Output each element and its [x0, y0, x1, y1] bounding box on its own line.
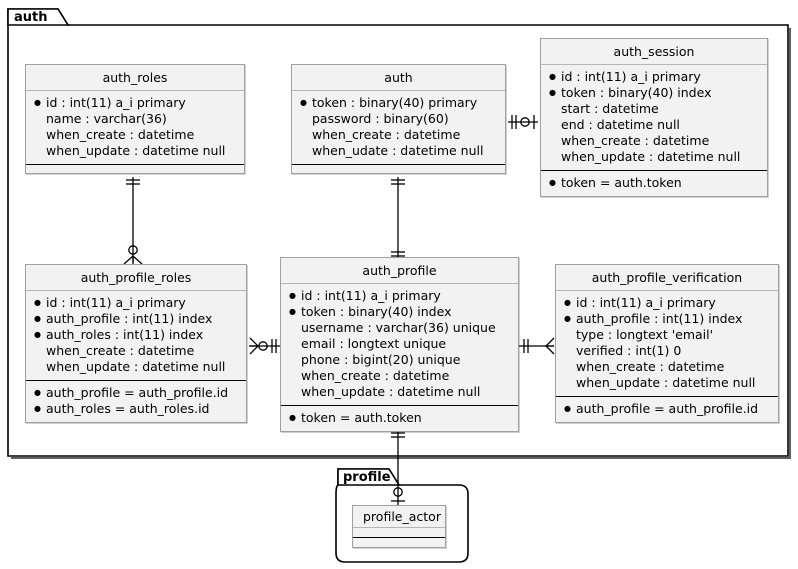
entity-auth_roles[interactable]: auth_roles id : int(11) a_i primary name…: [25, 64, 245, 174]
relation-row: auth_roles = auth_roles.id: [32, 401, 238, 417]
relationship-auth_profile-auth_profile_verification: [518, 337, 555, 355]
entity-relations-section: [26, 164, 244, 173]
entity-attributes: id : int(11) a_i primary name : varchar(…: [26, 91, 244, 164]
relation-row: token = auth.token: [547, 175, 759, 191]
relationship-auth-auth_profile: [391, 177, 405, 259]
attribute-row: when_update : datetime null: [576, 375, 756, 390]
attribute-row: auth_roles : int(11) index: [32, 327, 238, 343]
entity-relations-section: auth_profile = auth_profile.id auth_role…: [26, 380, 246, 422]
attribute-row: auth_profile : int(11) index: [562, 311, 770, 327]
entity-title: auth: [292, 65, 505, 91]
entity-auth_profile_roles[interactable]: auth_profile_roles id : int(11) a_i prim…: [25, 264, 247, 423]
attribute-row: when_update : datetime null: [561, 149, 741, 164]
attribute-row: token : binary(40) index: [287, 304, 510, 320]
attribute-row: start : datetime: [561, 101, 659, 116]
attribute-row: name : varchar(36): [46, 111, 167, 126]
attribute-row: when_create : datetime: [46, 127, 195, 142]
entity-title: auth_profile_verification: [556, 265, 778, 291]
entity-relations-section: token = auth.token: [541, 170, 767, 196]
entity-title: auth_roles: [26, 65, 244, 91]
entity-profile_actor[interactable]: profile_actor: [352, 505, 446, 548]
entity-auth_profile_verification[interactable]: auth_profile_verification id : int(11) a…: [555, 264, 779, 423]
relationship-auth_profile_roles-auth_profile: [249, 337, 281, 355]
attribute-row: when_create : datetime: [561, 133, 710, 148]
entity-title: auth_session: [541, 39, 767, 65]
attribute-row: when_udate : datetime null: [312, 143, 484, 158]
entity-relations-section: [353, 537, 445, 547]
attribute-row: email : longtext unique: [301, 336, 447, 351]
attribute-row: phone : bigint(20) unique: [301, 352, 461, 367]
attribute-row: id : int(11) a_i primary: [32, 95, 236, 111]
entity-relations-section: auth_profile = auth_profile.id: [556, 396, 778, 422]
relation-row: token = auth.token: [287, 410, 510, 426]
entity-attributes: [353, 528, 445, 537]
attribute-row: token : binary(40) primary: [298, 95, 497, 111]
entity-relations-section: [292, 164, 505, 173]
entity-attributes: id : int(11) a_i primary auth_profile : …: [26, 291, 246, 380]
package-label-profile: profile: [343, 470, 391, 485]
entity-attributes: token : binary(40) primary password : bi…: [292, 91, 505, 164]
entity-title: profile_actor: [353, 506, 445, 528]
relation-row: auth_profile = auth_profile.id: [562, 401, 770, 417]
entity-title: auth_profile_roles: [26, 265, 246, 291]
entity-auth_session[interactable]: auth_session id : int(11) a_i primary to…: [540, 38, 768, 197]
attribute-row: end : datetime null: [561, 117, 680, 132]
entity-relations-section: token = auth.token: [281, 405, 518, 431]
attribute-row: token : binary(40) index: [547, 85, 759, 101]
attribute-row: id : int(11) a_i primary: [287, 288, 510, 304]
attribute-row: verified : int(1) 0: [576, 343, 682, 358]
attribute-row: when_create : datetime: [301, 368, 450, 383]
relationship-auth_roles-auth_profile_roles: [123, 177, 143, 265]
entity-attributes: id : int(11) a_i primary auth_profile : …: [556, 291, 778, 396]
entity-auth[interactable]: auth token : binary(40) primary password…: [291, 64, 506, 174]
entity-title: auth_profile: [281, 258, 518, 284]
attribute-row: when_create : datetime: [576, 359, 725, 374]
attribute-row: id : int(11) a_i primary: [562, 295, 770, 311]
relation-row: auth_profile = auth_profile.id: [32, 385, 238, 401]
package-label-auth: auth: [14, 10, 48, 25]
entity-attributes: id : int(11) a_i primary token : binary(…: [281, 284, 518, 405]
attribute-row: password : binary(60): [312, 111, 449, 126]
entity-attributes: id : int(11) a_i primary token : binary(…: [541, 65, 767, 170]
attribute-row: id : int(11) a_i primary: [32, 295, 238, 311]
relationship-auth-auth_session: [508, 115, 538, 129]
attribute-row: id : int(11) a_i primary: [547, 69, 759, 85]
attribute-row: when_update : datetime null: [46, 143, 226, 158]
attribute-row: username : varchar(36) unique: [301, 320, 496, 335]
attribute-row: type : longtext 'email': [576, 327, 714, 342]
attribute-row: auth_profile : int(11) index: [32, 311, 238, 327]
attribute-row: when_update : datetime null: [46, 359, 226, 374]
attribute-row: when_create : datetime: [312, 127, 461, 142]
relationship-auth_profile-profile_actor: [391, 430, 405, 505]
attribute-row: when_update : datetime null: [301, 384, 481, 399]
attribute-row: when_create : datetime: [46, 343, 195, 358]
entity-auth_profile[interactable]: auth_profile id : int(11) a_i primary to…: [280, 257, 519, 432]
